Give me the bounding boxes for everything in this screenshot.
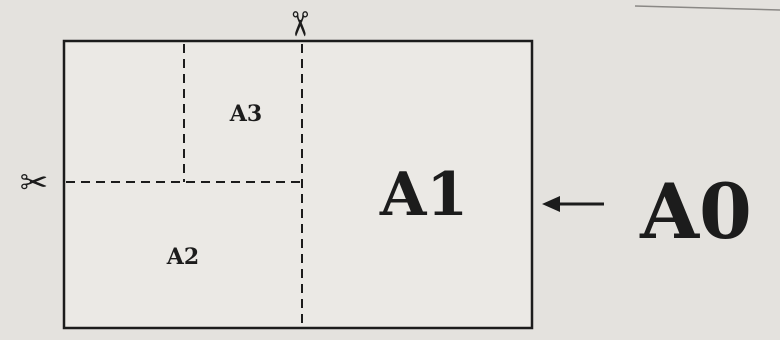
scissors-icon: ✂ (20, 163, 49, 203)
a1-label: A1 (379, 160, 468, 230)
scissors-icon: ✂ (279, 10, 319, 39)
a2-label: A2 (166, 244, 199, 270)
a0-label: A0 (639, 167, 752, 256)
page-edge-line (634, 5, 780, 11)
pointer-arrow-head (542, 196, 560, 212)
a3-label: A3 (229, 101, 262, 127)
a0-sheet (62, 39, 534, 330)
